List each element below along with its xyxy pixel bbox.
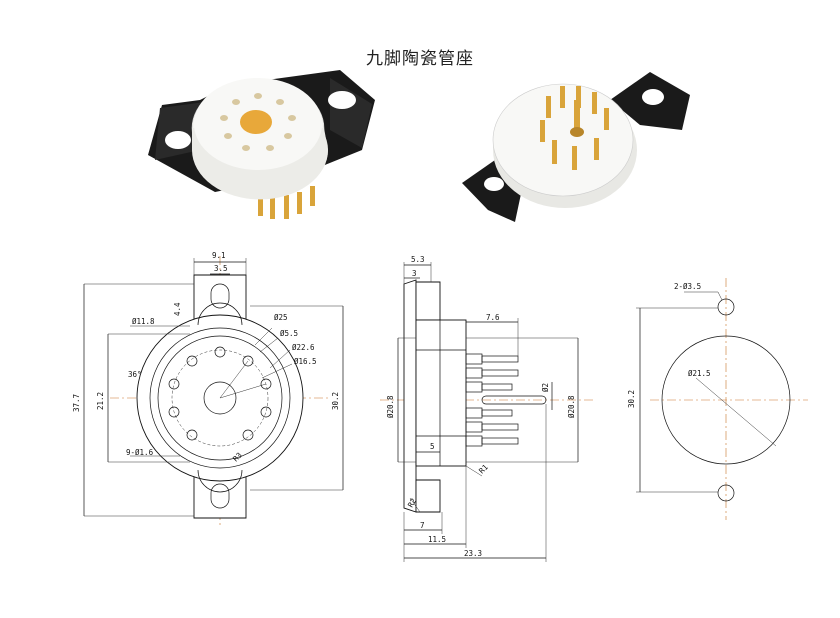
front-view: 9.1 3.5 4.4 Ø11.8 Ø25 Ø5.5 Ø22.6 Ø16.5 3… [72,251,344,528]
mount-hole-bottom [717,484,735,502]
dim-pin-holes: 9-Ø1.6 [126,448,154,457]
side-pins [465,353,547,447]
dim-body-dia-right: Ø20.8 [567,395,576,418]
dim-angle: 36° [128,370,142,379]
dim-slot-height: 4.4 [173,302,182,316]
dim-bottom-height: 30.2 [627,390,636,408]
bracket-hole [328,91,356,109]
dim-radius-r1: R1 [477,463,490,476]
dim-flange: 5.3 [411,255,425,264]
socket-render-top [148,70,375,219]
dim-radius-r2: R2 [406,497,418,509]
socket-render-bottom [462,72,690,222]
dim-inner-height: 21.2 [96,392,105,410]
dim-pin-dia: Ø2 [541,383,550,392]
bracket-hole [165,131,191,149]
dim-depth-11-5: 11.5 [428,535,446,544]
mount-hole-top [717,298,735,316]
dim-total-height: 37.7 [72,394,81,412]
drawing-title: 九脚陶瓷管座 [366,49,474,69]
side-view: 5.3 3 7.6 Ø20.8 Ø20.8 Ø2 5 R1 R2 7 11.5 … [380,255,595,562]
dim-right-height: 30.2 [331,392,340,410]
dim-mount-holes: 2-Ø3.5 [674,282,701,291]
pin-holes [168,346,272,441]
dim-hole-dia: Ø11.8 [132,317,155,326]
dim-top-width: 9.1 [212,251,226,260]
center-pad [240,110,272,134]
dim-circle-dia: Ø21.5 [688,369,711,378]
dim-pin-length: 7.6 [486,313,500,322]
dim-pin-circle-a: Ø22.6 [292,343,315,352]
dim-pin-circle-b: Ø16.5 [294,357,317,366]
dim-depth-7: 7 [420,521,425,530]
dim-outer-dia: Ø25 [274,313,288,322]
dim-step: 5 [430,442,435,451]
dim-depth-23-3: 23.3 [464,549,482,558]
bracket-hole [642,89,664,105]
bracket-hole [484,177,504,191]
dim-slot-width: 3.5 [214,264,228,273]
dim-pin-hole-dia: Ø5.5 [280,329,298,338]
dim-body-dia: Ø20.8 [386,395,395,418]
bottom-view: 2-Ø3.5 Ø21.5 30.2 [627,278,808,520]
dim-flange-inner: 3 [412,269,417,278]
